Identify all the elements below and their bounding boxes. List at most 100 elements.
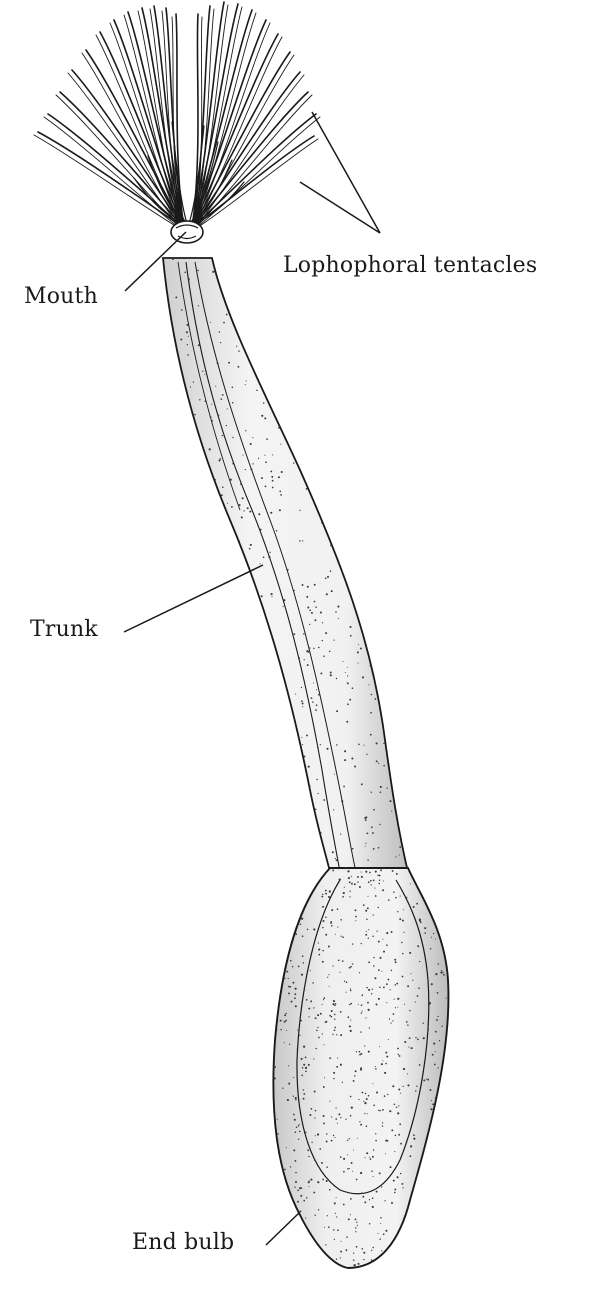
stipple-dot xyxy=(318,954,320,956)
stipple-dot xyxy=(356,1246,358,1248)
stipple-dot xyxy=(372,1247,374,1249)
stipple-dot xyxy=(350,1198,352,1200)
stipple-dot xyxy=(392,870,394,872)
stipple-dot xyxy=(435,973,437,975)
stipple-dot xyxy=(403,1068,405,1070)
stipple-dot xyxy=(361,783,363,785)
stipple-dot xyxy=(394,1188,396,1190)
stipple-dot xyxy=(368,1009,370,1011)
stipple-dot xyxy=(210,416,212,418)
stipple-dot xyxy=(386,1056,388,1058)
stipple-dot xyxy=(303,633,305,635)
stipple-dot xyxy=(302,919,303,920)
stipple-dot xyxy=(314,584,316,586)
stipple-dot xyxy=(371,1259,373,1261)
stipple-dot xyxy=(318,647,320,649)
stipple-dot xyxy=(365,934,367,936)
stipple-dot xyxy=(397,1176,399,1178)
stipple-dot xyxy=(303,1093,305,1095)
stipple-dot xyxy=(371,826,373,828)
stipple-dot xyxy=(379,986,381,988)
stipple-dot xyxy=(292,966,293,967)
stipple-dot xyxy=(272,487,274,489)
stipple-dot xyxy=(252,463,253,464)
stipple-dot xyxy=(323,655,325,657)
stipple-dot xyxy=(433,1043,435,1045)
stipple-dot xyxy=(395,1007,396,1008)
stipple-dot xyxy=(379,875,381,877)
stipple-dot xyxy=(357,1225,358,1226)
stipple-dot xyxy=(205,400,207,402)
stipple-dot xyxy=(294,1160,296,1162)
stipple-dot xyxy=(217,413,218,414)
stipple-dot xyxy=(405,862,406,863)
stipple-dot xyxy=(360,648,362,650)
stipple-dot xyxy=(309,785,310,786)
stipple-dot xyxy=(343,1158,345,1160)
stipple-dot xyxy=(380,791,382,793)
stipple-dot xyxy=(396,873,398,875)
stipple-dot xyxy=(372,832,374,834)
stipple-dot xyxy=(320,832,322,834)
stipple-dot xyxy=(351,1162,353,1164)
stipple-dot xyxy=(419,961,420,962)
stipple-dot xyxy=(250,544,252,546)
stipple-dot xyxy=(355,1231,356,1232)
stipple-dot xyxy=(350,1020,351,1021)
stipple-dot xyxy=(435,938,436,939)
stipple-dot xyxy=(260,563,261,564)
stipple-dot xyxy=(317,1181,319,1183)
stipple-dot xyxy=(355,909,357,911)
stipple-dot xyxy=(321,896,323,898)
stipple-dot xyxy=(294,718,295,719)
stipple-dot xyxy=(331,1010,333,1012)
stipple-dot xyxy=(351,1107,353,1109)
stipple-dot xyxy=(349,896,350,897)
stipple-dot xyxy=(300,1020,302,1022)
stipple-dot xyxy=(302,703,304,705)
stipple-dot xyxy=(434,1064,436,1066)
stipple-dot xyxy=(327,576,329,578)
stipple-dot xyxy=(381,971,382,972)
stipple-dot xyxy=(279,491,281,493)
stipple-dot xyxy=(383,765,385,767)
stipple-dot xyxy=(322,622,323,623)
stipple-dot xyxy=(232,463,233,464)
stipple-dot xyxy=(220,342,221,343)
stipple-dot xyxy=(375,1066,376,1067)
stipple-dot xyxy=(401,942,403,944)
stipple-dot xyxy=(357,1138,358,1139)
stipple-dot xyxy=(446,998,447,999)
stipple-dot xyxy=(335,1118,337,1120)
stipple-dot xyxy=(394,959,396,961)
stipple-dot xyxy=(373,1150,374,1151)
stipple-dot xyxy=(409,1155,411,1157)
stipple-dot xyxy=(329,1189,331,1191)
stipple-dot xyxy=(337,1123,338,1124)
stipple-dot xyxy=(313,1192,315,1194)
stipple-dot xyxy=(393,891,395,893)
stipple-dot xyxy=(287,569,289,571)
stipple-dot xyxy=(303,962,304,963)
stipple-dot xyxy=(410,973,411,974)
stipple-dot xyxy=(358,743,360,745)
stipple-dot xyxy=(187,354,189,356)
stipple-dot xyxy=(424,932,426,934)
stipple-dot xyxy=(333,809,334,810)
stipple-dot xyxy=(348,590,350,592)
stipple-dot xyxy=(322,640,323,641)
stipple-dot xyxy=(313,1058,314,1059)
stipple-dot xyxy=(323,799,325,801)
stipple-dot xyxy=(331,909,333,911)
stipple-dot xyxy=(274,1078,276,1080)
stipple-dot xyxy=(190,386,191,387)
stipple-dot xyxy=(362,1011,363,1012)
stipple-dot xyxy=(429,1004,430,1005)
stipple-dot xyxy=(344,759,346,761)
stipple-dot xyxy=(394,1192,396,1194)
stipple-dot xyxy=(318,1037,320,1039)
stipple-dot xyxy=(381,1186,382,1187)
stipple-dot xyxy=(350,1003,352,1005)
stipple-dot xyxy=(325,890,327,892)
stipple-dot xyxy=(279,661,280,662)
